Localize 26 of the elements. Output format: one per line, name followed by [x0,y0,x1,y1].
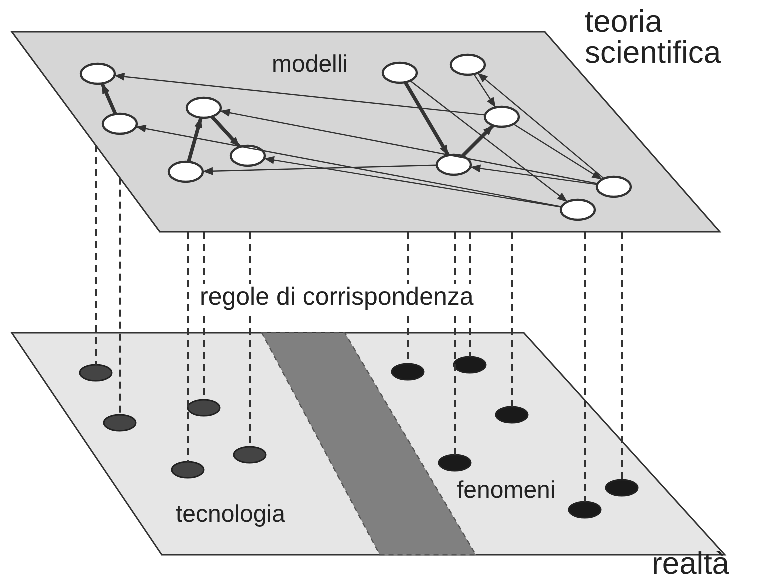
arrow [210,116,242,148]
arrow [477,72,605,180]
arrow [114,72,486,116]
dashed-line [95,146,97,365]
arrow [187,117,203,163]
arrow [470,164,598,186]
caption-text: regole di corrispondenza [200,284,474,312]
arrow [202,164,438,176]
dashed-line [454,232,456,455]
arrow [264,156,562,208]
arrow [220,109,598,184]
arrow [136,124,562,208]
arrow [461,124,495,158]
arrow [404,82,450,156]
plane-title: realtà [652,548,731,579]
dashed-line [584,232,586,502]
dashed-line [187,232,189,462]
plane-title: teoria scientifica [585,6,722,68]
region-label: tecnologia [176,502,286,528]
dashed-line [621,232,623,480]
dashed-line [511,232,513,407]
arrow [474,74,496,108]
dashed-line [119,178,121,415]
arrow [100,82,118,116]
arrow [513,124,603,180]
arrow [410,80,568,203]
